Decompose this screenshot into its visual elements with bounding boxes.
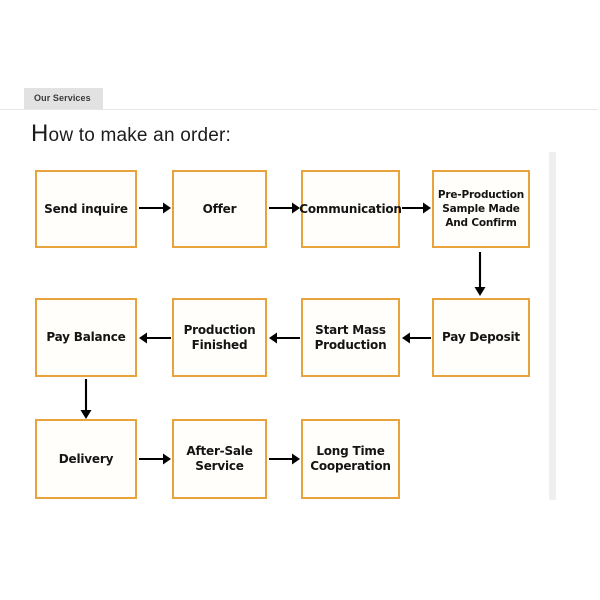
page-title-rest: ow to make an order:: [48, 125, 232, 146]
arrow-offer-to-communication: [269, 201, 300, 215]
flow-node-pay-deposit[interactable]: Pay Deposit: [432, 298, 530, 377]
vertical-scrollbar-track[interactable]: [549, 152, 556, 500]
flow-node-label: After-Sale Service: [186, 444, 253, 473]
arrow-start-mass-production-to-production-finished: [269, 331, 300, 345]
arrow-send-inquire-to-offer: [139, 201, 171, 215]
arrow-pay-deposit-to-start-mass-production: [402, 331, 431, 345]
flow-node-label: Send inquire: [44, 201, 128, 216]
flow-node-label: Pay Deposit: [442, 330, 520, 344]
flow-node-label: Delivery: [58, 451, 114, 466]
flow-node-label: Production Finished: [183, 322, 256, 352]
flow-node-pay-balance[interactable]: Pay Balance: [35, 298, 137, 377]
flow-node-send-inquire[interactable]: Send inquire: [35, 170, 137, 248]
tab-our-services[interactable]: Our Services: [24, 88, 103, 109]
arrow-pay-balance-to-delivery: [79, 379, 93, 419]
flow-node-after-sale-service[interactable]: After-Sale Service: [172, 419, 267, 499]
flow-node-production-finished[interactable]: Production Finished: [172, 298, 267, 377]
header-divider: [0, 109, 598, 110]
page-title: How to make an order:: [31, 122, 232, 147]
flow-node-label: Offer: [202, 201, 237, 216]
flow-node-offer[interactable]: Offer: [172, 170, 267, 248]
arrow-delivery-to-after-sale-service: [139, 452, 171, 466]
flow-node-label: Pay Balance: [46, 330, 126, 344]
flow-node-label: Start Mass Production: [314, 322, 387, 352]
arrow-production-finished-to-pay-balance: [139, 331, 171, 345]
flow-node-communication[interactable]: Communication: [299, 170, 402, 248]
page-title-initial: H: [31, 120, 49, 147]
flow-node-delivery[interactable]: Delivery: [35, 419, 137, 499]
flow-node-start-mass-production[interactable]: Start Mass Production: [301, 298, 400, 377]
flow-node-pre-production-sample[interactable]: Pre-Production Sample Made And Confirm: [432, 170, 530, 248]
arrow-after-sale-service-to-long-time-cooperation: [269, 452, 300, 466]
tab-bar: Our Services: [0, 88, 600, 110]
flow-node-long-time-cooperation[interactable]: Long Time Cooperation: [301, 419, 400, 499]
arrow-pre-production-to-pay-deposit: [473, 252, 487, 296]
flow-node-label: Long Time Cooperation: [310, 444, 391, 473]
arrow-communication-to-pre-production: [402, 201, 431, 215]
flow-node-label: Pre-Production Sample Made And Confirm: [437, 189, 525, 229]
flow-node-label: Communication: [299, 201, 402, 216]
